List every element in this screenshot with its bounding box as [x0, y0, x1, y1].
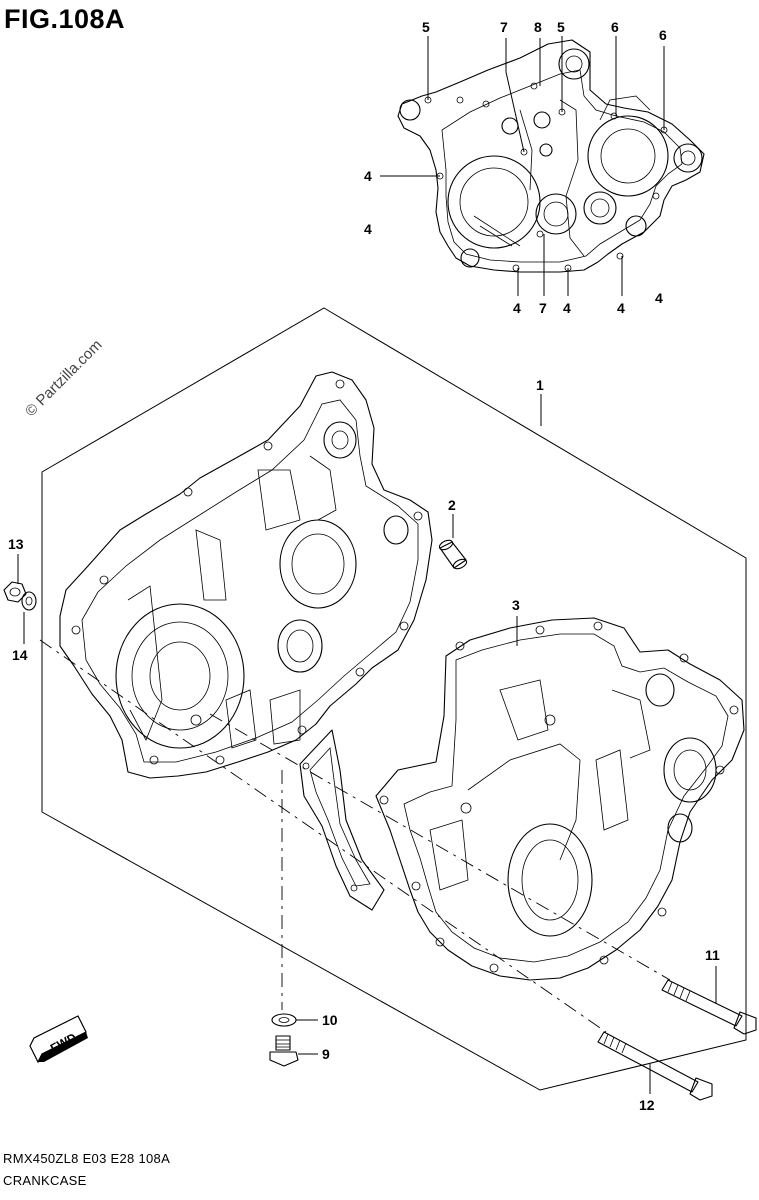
callout-top-7a: 7 [500, 19, 508, 35]
bolt-12 [597, 1031, 713, 1101]
callout-top-6b: 6 [659, 27, 667, 43]
callout-13: 13 [8, 536, 24, 552]
washer-10 [271, 1013, 297, 1027]
callout-12: 12 [639, 1097, 655, 1113]
callout-11: 11 [705, 947, 720, 963]
bolt-9 [269, 1035, 299, 1067]
callout-top-4d: 4 [563, 300, 571, 316]
washer-14 [21, 591, 37, 611]
left-crankcase-half [59, 371, 433, 779]
dowel-pin [438, 539, 468, 570]
right-case-bolt-holes [379, 621, 739, 973]
callout-9: 9 [322, 1046, 330, 1062]
bolt-11 [661, 979, 757, 1035]
callout-top-6a: 6 [611, 19, 619, 35]
figure-caption: CRANKCASE [3, 1173, 87, 1188]
callout-top-4e: 4 [617, 300, 625, 316]
callout-3: 3 [512, 597, 520, 613]
fwd-arrow-icon: FWD [29, 1015, 88, 1064]
callout-top-8: 8 [534, 19, 542, 35]
centerline-bolt-12 [39, 639, 607, 1033]
figure-title: FIG.108A [4, 4, 126, 34]
callout-top-5b: 5 [557, 19, 565, 35]
callout-top-4f: 4 [655, 290, 663, 306]
centerline-bolt-11 [209, 713, 671, 981]
callout-2: 2 [448, 497, 456, 513]
callout-top-4a: 4 [364, 168, 372, 184]
callout-top-7b: 7 [539, 300, 547, 316]
callout-top-5a: 5 [422, 19, 430, 35]
model-code: RMX450ZL8 E03 E28 108A [3, 1151, 171, 1166]
crankcase-gasket [299, 729, 385, 911]
callout-top-4c: 4 [513, 300, 521, 316]
top-inset-crankcase [380, 36, 705, 296]
callout-10: 10 [322, 1012, 338, 1028]
callout-14: 14 [12, 647, 28, 663]
assembly-outline-box [41, 307, 747, 1091]
left-case-bolt-holes [71, 379, 423, 765]
top-inset-bolt-holes [424, 82, 668, 272]
callout-1: 1 [536, 377, 544, 393]
nut-13 [3, 581, 27, 603]
callout-top-4b: 4 [364, 221, 372, 237]
right-crankcase-half [375, 617, 745, 981]
